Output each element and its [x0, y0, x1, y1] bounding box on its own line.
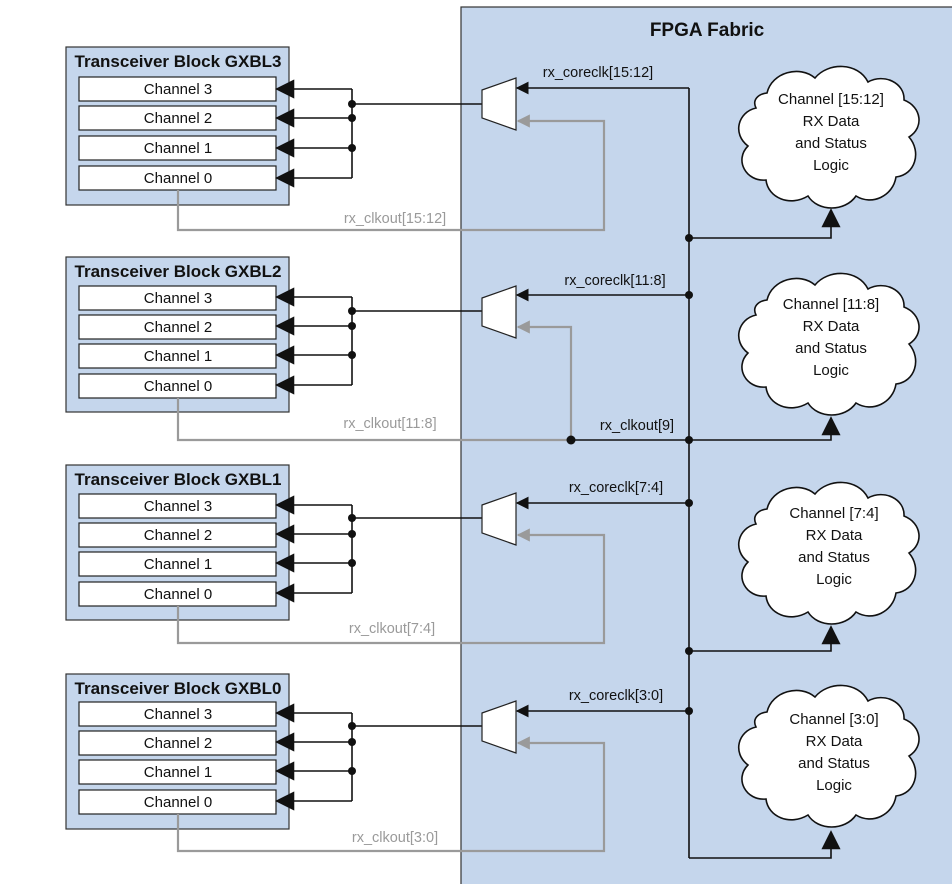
channel-3-label: Channel 3: [144, 706, 212, 723]
coreclk-label: rx_coreclk[3:0]: [569, 688, 663, 704]
channel-0-label: Channel 0: [144, 170, 212, 187]
logic-line-2: RX Data: [806, 527, 863, 544]
logic-line-3: and Status: [798, 755, 870, 772]
channel-1-label: Channel 1: [144, 140, 212, 157]
logic-line-1: Channel [15:12]: [778, 91, 884, 108]
block-title: Transceiver Block GXBL2: [75, 262, 282, 281]
junction-dot: [348, 530, 356, 538]
clock-to-logic: [689, 208, 841, 239]
clock-to-logic: [689, 625, 841, 652]
channel-3-label: Channel 3: [144, 498, 212, 515]
channel-2-label: Channel 2: [144, 110, 212, 127]
shared-clock-label: rx_clkout[9]: [600, 418, 674, 434]
logic-line-2: RX Data: [803, 318, 860, 335]
logic-line-2: RX Data: [803, 113, 860, 130]
channel-2-box: [78, 730, 277, 756]
junction-dot: [685, 647, 693, 655]
transceiver-block-gxbl2: Transceiver Block GXBL2 Channel 3 Channe…: [65, 256, 920, 445]
channel-3-label: Channel 3: [144, 290, 212, 307]
rx-logic-cloud: [737, 684, 920, 828]
logic-line-4: Logic: [816, 571, 852, 588]
clkout-feedback-wire: [176, 736, 606, 853]
transceiver-block-gxbl0: Transceiver Block GXBL0 Channel 3 Channe…: [65, 673, 920, 859]
channel-2-label: Channel 2: [144, 735, 212, 752]
logic-line-3: and Status: [798, 549, 870, 566]
rx-logic-cloud: [737, 65, 920, 209]
logic-line-1: Channel [3:0]: [789, 711, 878, 728]
clock-mux: [481, 77, 517, 131]
channel-3-box: [78, 493, 277, 519]
clock-mux: [481, 492, 517, 546]
channel-1-label: Channel 1: [144, 764, 212, 781]
logic-line-1: Channel [7:4]: [789, 505, 878, 522]
clock-mux: [481, 700, 517, 754]
fpga-fabric-title: FPGA Fabric: [650, 20, 765, 41]
logic-line-4: Logic: [813, 157, 849, 174]
logic-line-1: Channel [11:8]: [783, 296, 879, 313]
channel-2-label: Channel 2: [144, 319, 212, 336]
transceiver-block-gxbl3: Transceiver Block GXBL3 Channel 3 Channe…: [65, 46, 920, 242]
clkout-label: rx_clkout[15:12]: [344, 211, 446, 227]
logic-line-4: Logic: [816, 777, 852, 794]
channel-2-box: [78, 314, 277, 340]
channel-3-box: [78, 701, 277, 727]
coreclk-label: rx_coreclk[11:8]: [564, 273, 665, 289]
rx-logic-cloud: [737, 481, 920, 625]
logic-line-4: Logic: [813, 362, 849, 379]
junction-dot: [348, 322, 356, 330]
clkout-label: rx_clkout[3:0]: [352, 830, 438, 846]
junction-dot: [348, 114, 356, 122]
junction-dot: [685, 291, 693, 299]
clock-to-logic: [689, 830, 841, 859]
coreclk-label: rx_coreclk[7:4]: [569, 480, 663, 496]
clkout-feedback-wire: [176, 114, 606, 232]
junction-dot: [685, 707, 693, 715]
channel-0-label: Channel 0: [144, 794, 212, 811]
junction-dot: [348, 351, 356, 359]
coreclk-label: rx_coreclk[15:12]: [543, 65, 653, 81]
logic-line-3: and Status: [795, 340, 867, 357]
channel-0-label: Channel 0: [144, 586, 212, 603]
logic-line-2: RX Data: [806, 733, 863, 750]
channel-1-box: [78, 551, 277, 577]
block-title: Transceiver Block GXBL3: [75, 52, 282, 71]
clkout-label: rx_clkout[11:8]: [343, 416, 436, 432]
junction-dot: [685, 436, 693, 444]
rx-logic-cloud: [737, 272, 920, 416]
junction-dot: [348, 767, 356, 775]
junction-dot: [685, 499, 693, 507]
channel-3-label: Channel 3: [144, 81, 212, 98]
clock-to-logic: [689, 416, 841, 441]
logic-line-3: and Status: [795, 135, 867, 152]
block-title: Transceiver Block GXBL0: [75, 679, 282, 698]
channel-1-box: [78, 759, 277, 785]
block-title: Transceiver Block GXBL1: [75, 470, 282, 489]
junction-dot: [566, 435, 576, 445]
channel-2-box: [78, 522, 277, 548]
channel-0-box: [78, 165, 277, 191]
clkout-feedback-wire: [176, 528, 606, 645]
channel-0-label: Channel 0: [144, 378, 212, 395]
junction-dot: [348, 559, 356, 567]
channel-1-box: [78, 135, 277, 161]
channel-2-label: Channel 2: [144, 527, 212, 544]
junction-dot: [348, 738, 356, 746]
transceiver-block-gxbl1: Transceiver Block GXBL1 Channel 3 Channe…: [65, 464, 920, 655]
channel-3-box: [78, 76, 277, 102]
junction-dot: [685, 234, 693, 242]
junction-dot: [348, 144, 356, 152]
channel-0-box: [78, 581, 277, 607]
clock-mux: [481, 285, 517, 339]
channel-1-label: Channel 1: [144, 348, 212, 365]
channel-1-label: Channel 1: [144, 556, 212, 573]
clkout-label: rx_clkout[7:4]: [349, 621, 435, 637]
